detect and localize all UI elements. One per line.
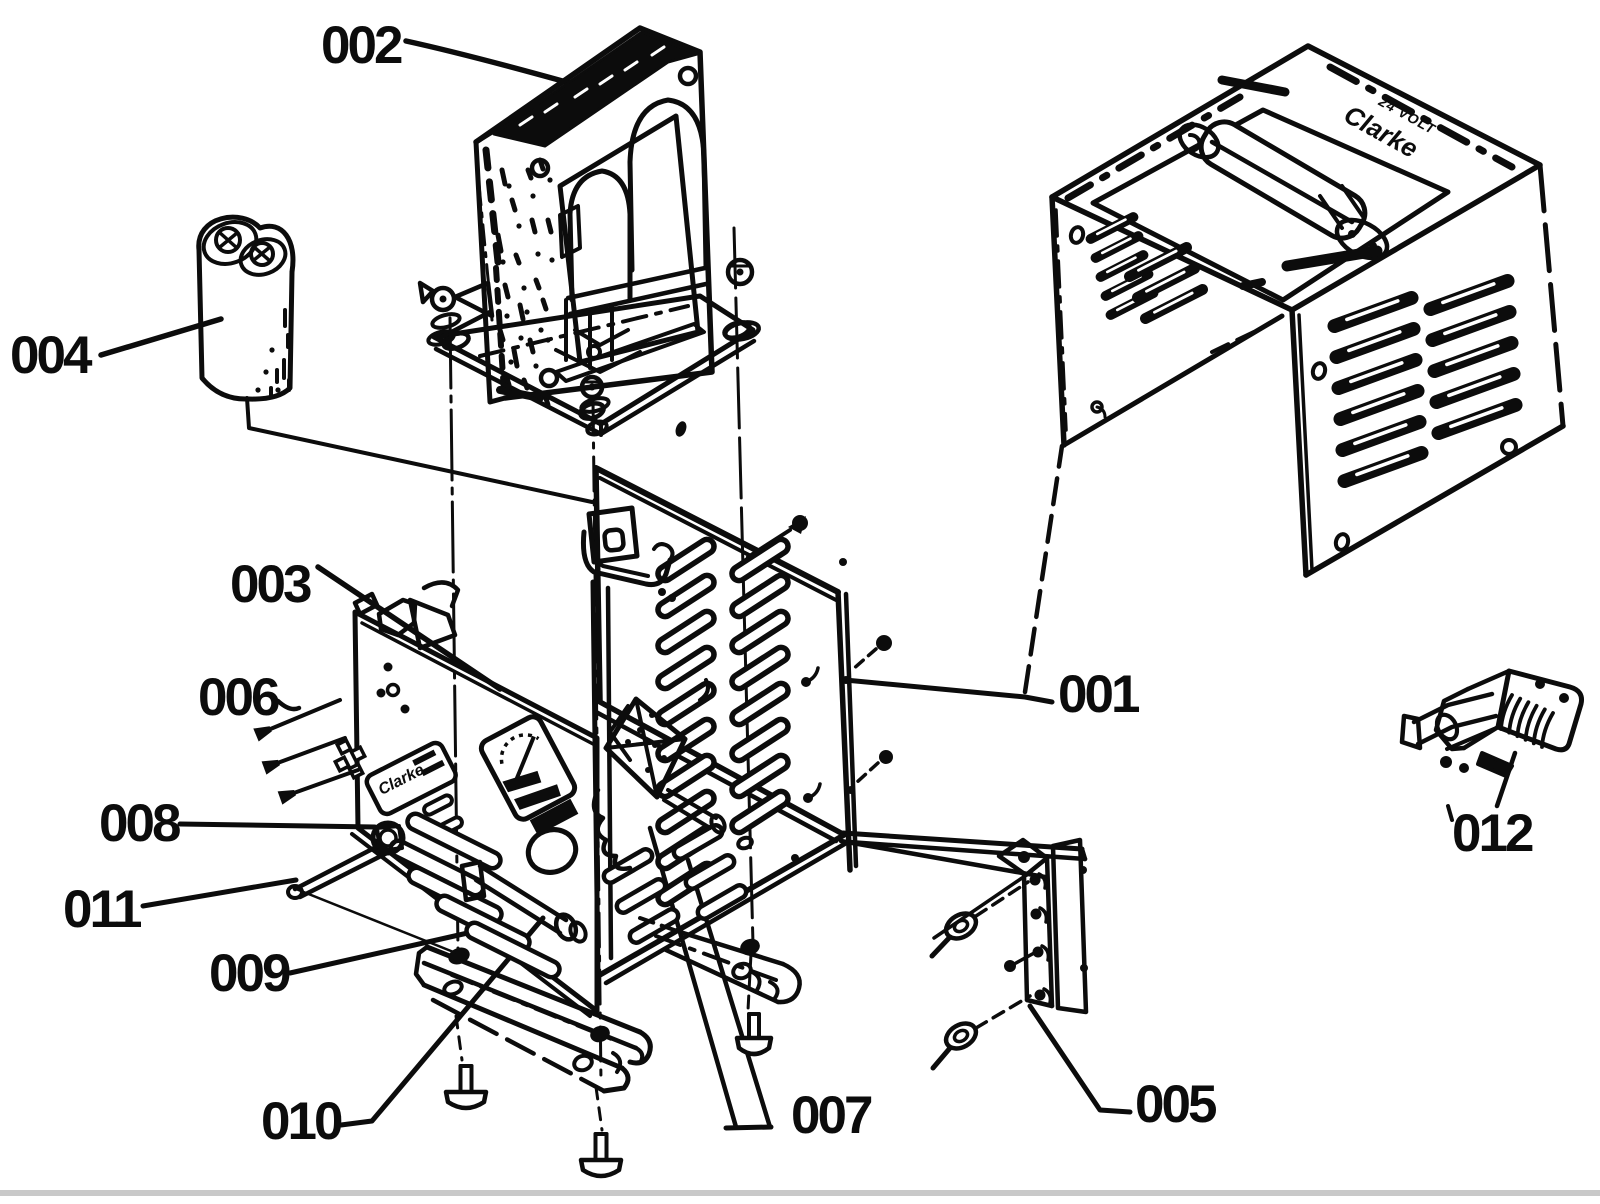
svg-text:002: 002 — [321, 16, 402, 75]
svg-text:008: 008 — [99, 794, 180, 853]
svg-text:009: 009 — [209, 944, 290, 1003]
svg-text:011: 011 — [63, 880, 141, 939]
svg-text:004: 004 — [10, 326, 93, 385]
svg-text:007: 007 — [791, 1086, 872, 1145]
svg-text:001: 001 — [1058, 665, 1139, 724]
svg-text:006: 006 — [198, 668, 279, 727]
svg-text:010: 010 — [261, 1092, 342, 1151]
svg-text:012: 012 — [1452, 804, 1533, 863]
svg-text:005: 005 — [1135, 1075, 1216, 1134]
svg-text:003: 003 — [230, 555, 311, 614]
